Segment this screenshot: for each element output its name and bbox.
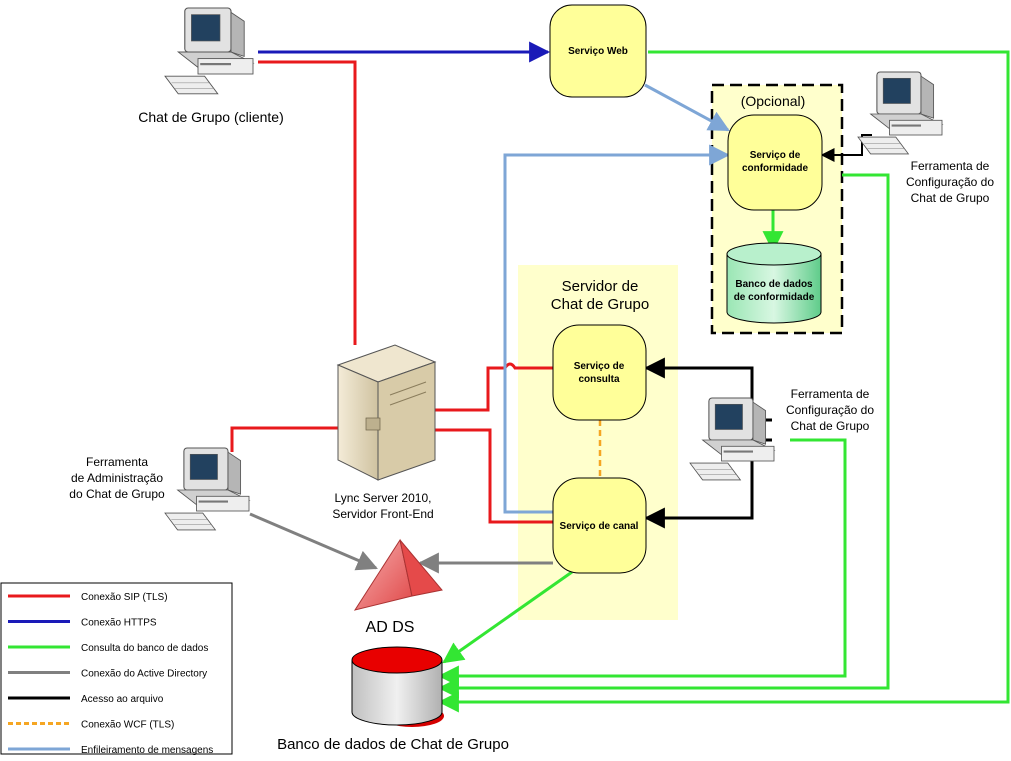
group-chat-db-label: Banco de dados de Chat de Grupo — [277, 736, 509, 753]
ad-ds-icon — [353, 538, 443, 611]
legend-label: Conexão WCF (TLS) — [81, 720, 174, 731]
frontend-server-icon — [336, 344, 437, 481]
legend-item: Consulta do banco de dados — [8, 643, 208, 654]
ad-ds-label: AD DS — [366, 619, 415, 636]
server-group-title-2: Chat de Grupo — [551, 296, 649, 313]
frontend-server-label-1: Lync Server 2010, — [335, 491, 432, 505]
web-service-label: Serviço Web — [568, 46, 628, 57]
legend-item: Conexão do Active Directory — [8, 669, 207, 680]
sip-link-admin-frontend — [230, 426, 338, 452]
sip-link-client-frontend — [258, 60, 357, 345]
queue-link-web-compliance — [644, 83, 730, 132]
compliance-db-label-1: Banco de dados — [735, 279, 813, 290]
config-tool-top-label-1: Ferramenta de — [911, 159, 990, 173]
client-computer-icon — [164, 7, 254, 95]
config-tool-top-label-2: Configuração do — [906, 175, 994, 189]
config-tool-top-computer-icon — [857, 71, 943, 155]
db-link-channel-groupdb — [442, 570, 573, 664]
sip-link-frontend-channel — [435, 428, 553, 524]
ad-link-admin-adds — [249, 512, 378, 571]
queue-link-channel-compliance — [503, 144, 731, 514]
config-tool-mid-label: Ferramenta de Configuração do Chat de Gr… — [786, 387, 874, 433]
channel-service-label: Serviço de canal — [560, 521, 639, 532]
admin-tool-label-2: de Administração — [71, 471, 163, 485]
sip-link-frontend-lookup — [435, 362, 553, 412]
legend-item: Conexão HTTPS — [8, 618, 157, 629]
compliance-db-label-2: de conformidade — [734, 292, 815, 303]
legend-item: Conexão WCF (TLS) — [8, 720, 174, 731]
legend-label: Enfileiramento de mensagens — [81, 745, 213, 756]
config-tool-mid-label-1: Ferramenta de — [791, 387, 870, 401]
legend-label: Acesso ao arquivo — [81, 694, 164, 705]
client-label: Chat de Grupo (cliente) — [138, 109, 284, 125]
admin-tool-label: Ferramenta de Administração do Chat de G… — [69, 455, 165, 501]
lookup-service-node: Serviço de consulta — [552, 324, 647, 421]
legend-item: Conexão SIP (TLS) — [8, 592, 168, 603]
lookup-service-label-2: consulta — [578, 374, 620, 385]
legend-item: Acesso ao arquivo — [8, 694, 164, 705]
legend-box — [0, 582, 233, 755]
admin-tool-label-1: Ferramenta — [86, 455, 148, 469]
legend-label: Conexão HTTPS — [81, 618, 157, 629]
compliance-database: Banco de dados de conformidade — [726, 242, 822, 324]
config-tool-top-label-3: Chat de Grupo — [911, 191, 990, 205]
db-link-config-groupdb — [437, 438, 847, 687]
server-group-title-1: Servidor de — [562, 278, 639, 295]
config-tool-mid-computer-icon — [689, 397, 775, 481]
frontend-server-label: Lync Server 2010, Servidor Front-End — [332, 491, 433, 521]
compliance-service-label-2: conformidade — [742, 163, 809, 174]
config-tool-mid-label-2: Configuração do — [786, 403, 874, 417]
compliance-service-node: Serviço de conformidade — [727, 114, 823, 211]
config-tool-top-label: Ferramenta de Configuração do Chat de Gr… — [906, 159, 994, 205]
legend: Conexão SIP (TLS) Conexão HTTPS Consulta d… — [0, 582, 233, 756]
optional-label: (Opcional) — [741, 93, 806, 109]
admin-tool-computer-icon — [164, 447, 250, 531]
file-link-config-compliance — [820, 134, 872, 162]
legend-item: Enfileiramento de mensagens — [8, 745, 213, 756]
legend-label: Consulta do banco de dados — [81, 643, 208, 654]
db-link-compliance-groupdb — [437, 173, 890, 699]
frontend-server-label-2: Servidor Front-End — [332, 507, 433, 521]
legend-label: Conexão do Active Directory — [81, 669, 207, 680]
admin-tool-label-3: do Chat de Grupo — [69, 487, 165, 501]
group-chat-database — [351, 646, 444, 727]
lookup-service-label-1: Serviço de — [574, 361, 625, 372]
legend-label: Conexão SIP (TLS) — [81, 592, 168, 603]
config-tool-mid-label-3: Chat de Grupo — [791, 419, 870, 433]
compliance-service-label-1: Serviço de — [750, 150, 801, 161]
db-link-web-groupdb — [437, 50, 1010, 713]
web-service-node: Serviço Web — [549, 4, 647, 98]
channel-service-node: Serviço de canal — [552, 477, 647, 574]
